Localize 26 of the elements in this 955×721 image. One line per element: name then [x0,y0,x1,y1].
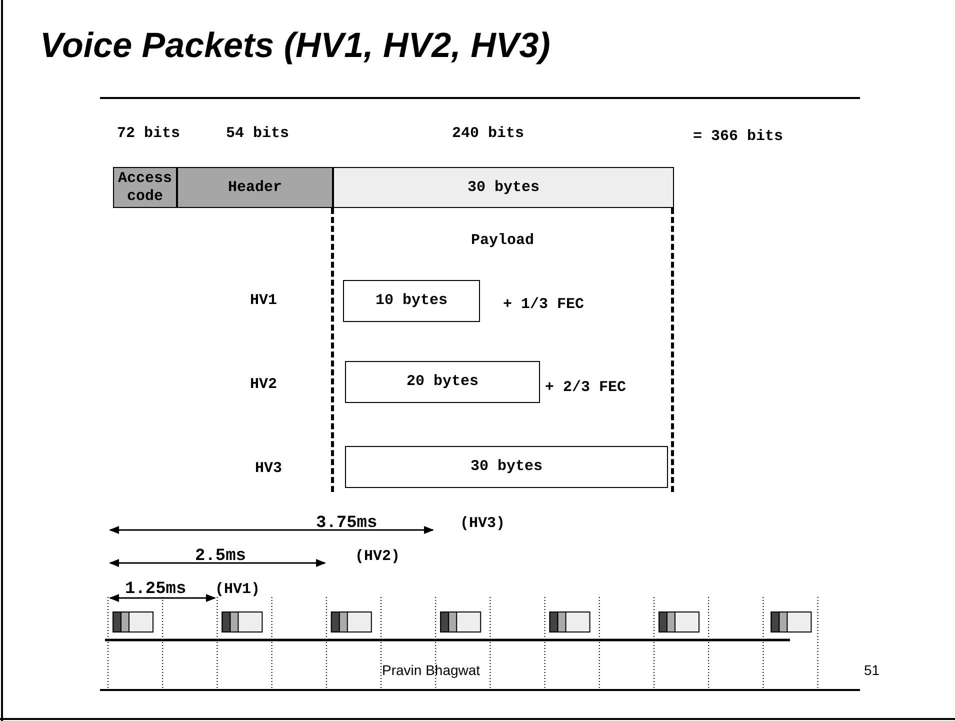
fec-note: + 2/3 FEC [545,379,626,397]
packet-type: (HV1) [215,581,260,599]
payload-region [331,208,674,492]
hv3-payload-box: 30 bytes [345,446,668,488]
page-number: 51 [864,661,880,679]
duration-value: 3.75ms [316,515,378,533]
bit-count: 72 bits [117,125,180,143]
packet-type: HV1 [250,292,278,310]
payload-field: 30 bytes [333,167,674,208]
duration-value: 2.5ms [195,548,246,566]
total-bits: = 366 bits [693,128,784,146]
author-name: Pravin Bhagwat [382,661,480,679]
access-code-field: Access code [113,167,177,208]
region-title: Payload [470,232,535,250]
bit-count: 240 bits [452,125,524,143]
packet-type: HV2 [250,376,278,394]
bit-count: 54 bits [226,125,290,143]
packet-type: HV3 [255,460,282,478]
hv2-payload-box: 20 bytes [345,361,540,403]
hv1-payload-box: 10 bytes [343,280,480,322]
duration-value: 1.25ms [125,581,186,599]
header-field: Header [177,167,333,208]
packet-type: (HV2) [355,548,400,566]
packet-type: (HV3) [460,515,506,533]
fec-note: + 1/3 FEC [503,296,584,314]
slide-title: Voice Packets (HV1, HV2, HV3) [40,26,550,66]
